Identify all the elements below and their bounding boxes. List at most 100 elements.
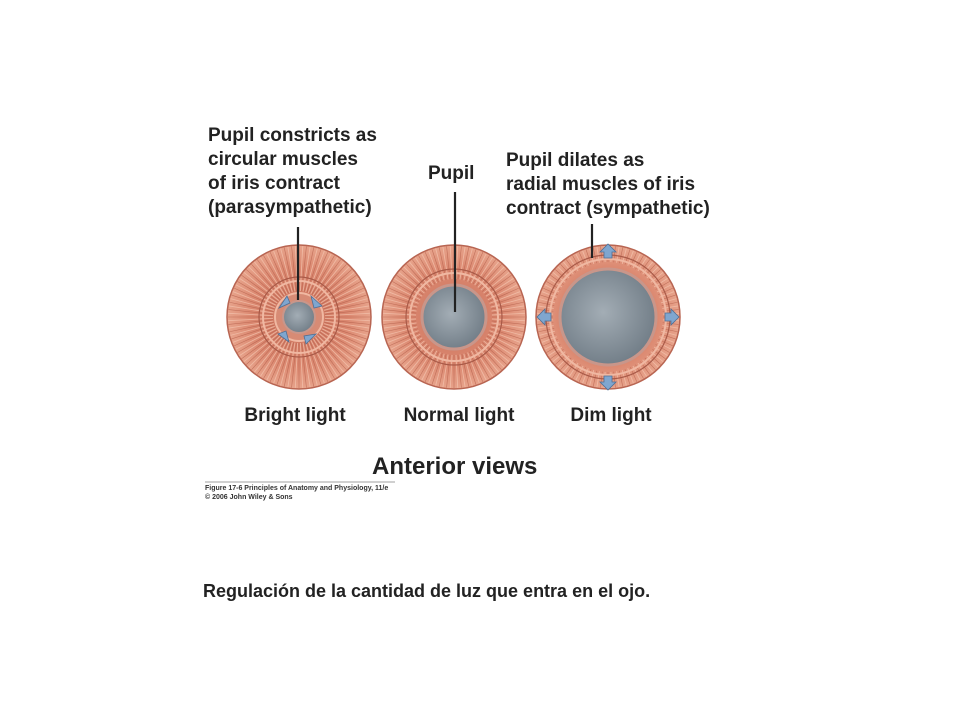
- label-dim-light: Dim light: [570, 405, 652, 426]
- muscle-fiber: [228, 309, 274, 315]
- muscle-fiber: [304, 342, 315, 387]
- annotation-constrict-line-2: circular muscles: [208, 149, 358, 170]
- annotation-constrict-line-3: of iris contract: [208, 173, 340, 194]
- muscle-fiber: [231, 324, 275, 340]
- muscle-fiber: [248, 335, 281, 368]
- muscle-fiber: [321, 281, 361, 305]
- muscle-fiber: [312, 338, 339, 377]
- muscle-fiber: [239, 330, 278, 357]
- muscle-fiber: [323, 294, 367, 310]
- annotation-constrict: Pupil constricts as circular muscles of …: [208, 124, 377, 220]
- muscle-fiber: [324, 322, 369, 333]
- muscle-fiber: [269, 340, 289, 382]
- muscle-fiber: [307, 250, 325, 293]
- muscle-fiber: [319, 275, 357, 302]
- muscle-fiber: [280, 341, 293, 386]
- muscle-fiber: [324, 317, 370, 322]
- muscle-fiber: [228, 319, 274, 325]
- muscle-fiber: [310, 339, 332, 381]
- muscle-fiber: [314, 337, 341, 375]
- muscle-fiber: [273, 250, 291, 293]
- muscle-fiber: [232, 325, 275, 343]
- muscle-fiber: [287, 246, 296, 292]
- muscle-fiber: [276, 249, 292, 293]
- muscle-fiber: [320, 330, 359, 357]
- muscle-fiber: [318, 334, 352, 365]
- muscle-fiber: [310, 253, 332, 295]
- slide-caption: Regulación de la cantidad de luz que ent…: [203, 581, 651, 601]
- muscle-fiber: [304, 247, 315, 292]
- muscle-fiber: [230, 298, 275, 311]
- muscle-fiber: [299, 342, 304, 388]
- muscle-fiber: [239, 277, 278, 304]
- circular-arrows-icon: [277, 294, 323, 345]
- muscle-fiber: [269, 252, 289, 294]
- annotation-dilate-line-3: contract (sympathetic): [506, 198, 710, 219]
- muscle-fiber: [318, 269, 352, 300]
- muscle-fiber: [312, 257, 339, 296]
- muscle-fiber: [302, 246, 311, 292]
- muscle-fiber: [259, 338, 286, 377]
- iris-normal-light: [381, 244, 527, 390]
- iris-bright-light: [226, 244, 372, 390]
- muscle-fiber: [316, 264, 347, 298]
- muscle-fiber: [324, 301, 369, 312]
- muscle-fiber: [316, 336, 347, 370]
- muscle-fiber: [324, 319, 370, 325]
- muscle-fiber: [322, 327, 364, 347]
- muscle-fiber: [237, 281, 277, 305]
- muscle-fiber: [237, 329, 277, 353]
- annotation-constrict-line-1: Pupil constricts as: [208, 125, 377, 146]
- muscle-fiber: [235, 284, 277, 306]
- muscle-fiber: [306, 249, 322, 293]
- muscle-fiber: [321, 328, 363, 350]
- muscle-fiber: [287, 342, 296, 388]
- muscle-fiber: [276, 341, 292, 385]
- muscle-fiber: [246, 269, 280, 300]
- muscle-fiber: [314, 259, 341, 297]
- muscle-fiber: [322, 287, 364, 307]
- label-normal-light: Normal light: [403, 405, 515, 426]
- muscle-fiber: [234, 327, 276, 347]
- muscle-fiber: [302, 342, 311, 388]
- muscle-fiber: [246, 334, 280, 365]
- muscle-fiber: [311, 339, 335, 379]
- muscle-fiber: [324, 320, 370, 329]
- muscle-fiber: [301, 246, 307, 292]
- muscle-fiber: [309, 252, 329, 294]
- muscle-fiber: [243, 271, 280, 301]
- muscle-fiber: [323, 325, 366, 343]
- muscle-fiber: [301, 342, 307, 388]
- muscle-fiber: [232, 291, 275, 309]
- muscle-fiber: [251, 264, 282, 298]
- muscle-fiber: [263, 255, 287, 295]
- annotation-dilate-line-1: Pupil dilates as: [506, 150, 645, 171]
- muscle-fiber: [321, 329, 361, 353]
- muscle-fiber: [311, 255, 335, 295]
- annotation-pupil: Pupil: [428, 163, 475, 184]
- radial-fibers: [228, 246, 370, 388]
- muscle-fiber: [323, 298, 368, 311]
- muscle-fiber: [299, 246, 304, 292]
- muscle-fiber: [241, 275, 279, 302]
- muscle-fiber: [324, 309, 370, 315]
- muscle-fiber: [235, 328, 277, 350]
- muscle-fiber: [305, 248, 318, 293]
- muscle-fiber: [283, 247, 294, 292]
- view-title: Anterior views: [372, 453, 538, 480]
- muscle-fiber: [318, 333, 355, 363]
- muscle-fiber: [253, 336, 283, 373]
- muscle-fiber: [321, 284, 363, 306]
- muscle-fiber: [251, 336, 282, 370]
- iris-dim-light: [535, 243, 681, 391]
- muscle-fiber: [320, 277, 359, 304]
- muscle-fiber: [266, 339, 288, 381]
- muscle-fiber: [317, 266, 350, 299]
- muscle-fiber: [318, 271, 355, 301]
- muscle-fiber: [243, 333, 280, 363]
- muscle-fiber: [230, 323, 275, 336]
- muscle-fiber: [257, 337, 284, 375]
- muscle-fiber: [228, 317, 274, 322]
- muscle-fiber: [307, 341, 325, 384]
- muscle-fiber: [228, 305, 274, 314]
